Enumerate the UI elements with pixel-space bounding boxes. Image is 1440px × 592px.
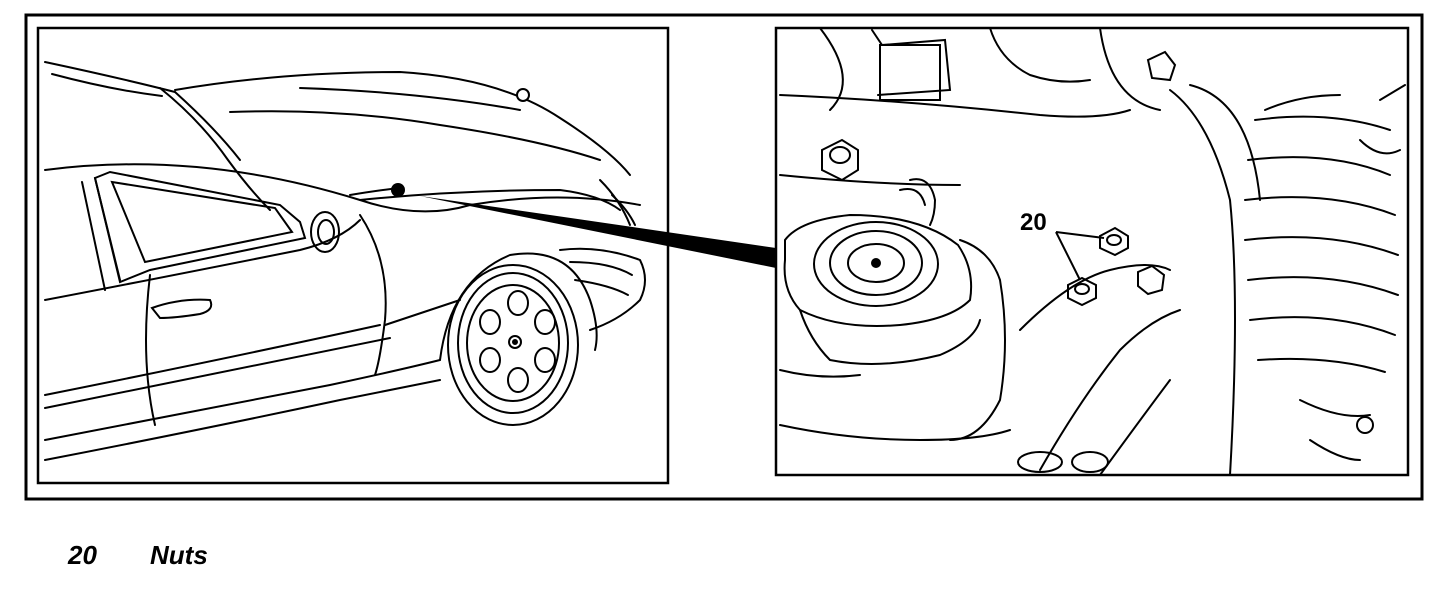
engine-bay-illustration bbox=[779, 27, 1406, 476]
left-panel-border bbox=[36, 26, 670, 485]
engine-bay-detail-panel: 20 bbox=[774, 26, 1410, 477]
car-illustration bbox=[44, 61, 646, 461]
outer-frame bbox=[24, 13, 1424, 501]
legend-item-label: Nuts bbox=[150, 540, 208, 570]
callout-20-leaders bbox=[1055, 231, 1105, 281]
legend-item-number: 20 bbox=[68, 540, 97, 570]
zoom-pointer bbox=[420, 196, 776, 268]
location-marker bbox=[391, 183, 405, 197]
callout-20-label: 20 bbox=[1020, 209, 1047, 236]
car-side-view-panel bbox=[36, 26, 670, 485]
